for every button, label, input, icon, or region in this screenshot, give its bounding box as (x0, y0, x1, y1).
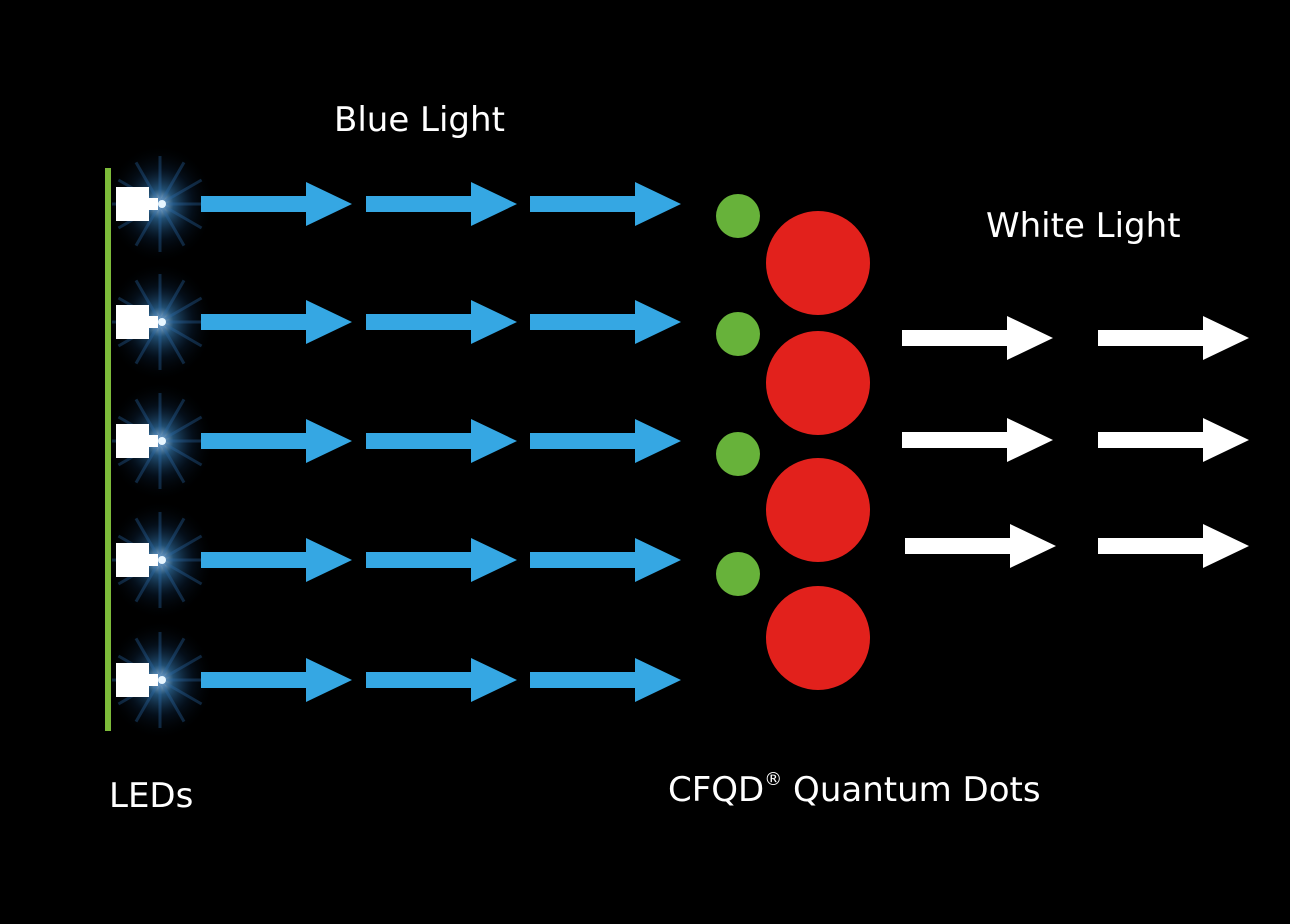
red-quantum-dot (766, 331, 870, 435)
red-quantum-dot (766, 458, 870, 562)
led-light-ray (159, 202, 203, 230)
led-light-ray (134, 679, 162, 723)
led-lens (149, 198, 158, 210)
blue-light-arrow (366, 300, 517, 344)
led-light-ray (158, 679, 186, 723)
blue-light-label: Blue Light (334, 100, 505, 140)
green-quantum-dot (716, 552, 760, 596)
led-light-ray (134, 161, 162, 205)
led-light-ray (158, 203, 186, 247)
led-light-ray (134, 517, 162, 561)
led-light-ray (134, 398, 162, 442)
led-light-ray (159, 439, 203, 467)
blue-light-arrow (530, 419, 681, 463)
white-light-arrow (1098, 316, 1249, 360)
blue-light-arrow (530, 658, 681, 702)
led-emission-point (158, 200, 166, 208)
blue-light-arrow (366, 182, 517, 226)
led-lens (149, 435, 158, 447)
led-lens (149, 554, 158, 566)
red-quantum-dot (766, 586, 870, 690)
blue-light-arrow (201, 538, 352, 582)
led-emission-point (158, 318, 166, 326)
led-light-ray (134, 440, 162, 484)
led-light-ray (158, 440, 186, 484)
led-light-ray (158, 398, 186, 442)
led-emission-point (158, 676, 166, 684)
blue-light-arrow (366, 658, 517, 702)
blue-light-arrow (201, 419, 352, 463)
blue-light-arrow (530, 538, 681, 582)
led-lens (149, 316, 158, 328)
led-light-ray (159, 534, 203, 562)
white-light-arrows (902, 316, 1249, 568)
led-emission-point (158, 437, 166, 445)
led-light-ray (134, 637, 162, 681)
led-light-ray (158, 559, 186, 603)
led-body (116, 187, 149, 221)
led-light-ray (159, 558, 203, 586)
led-light-ray (159, 415, 203, 443)
led-group (116, 187, 166, 697)
led-body (116, 663, 149, 697)
led-body (116, 424, 149, 458)
blue-light-arrows (201, 182, 681, 702)
registered-mark: ® (764, 768, 783, 790)
led-body (116, 543, 149, 577)
led-light-ray (159, 320, 203, 348)
white-light-arrow (905, 524, 1056, 568)
led-light-ray (134, 321, 162, 365)
led-circuit-board (105, 168, 111, 731)
white-light-arrow (902, 418, 1053, 462)
blue-light-arrow (201, 182, 352, 226)
led-light-ray (158, 161, 186, 205)
led-light-ray (159, 296, 203, 324)
white-light-arrow (1098, 418, 1249, 462)
led-light-ray (158, 321, 186, 365)
blue-light-arrow (530, 300, 681, 344)
white-light-arrow (902, 316, 1053, 360)
red-quantum-dot (766, 211, 870, 315)
blue-light-arrow (366, 419, 517, 463)
white-light-label: White Light (986, 206, 1181, 246)
leds-label: LEDs (109, 776, 194, 816)
led-light-ray (134, 203, 162, 247)
green-quantum-dot (716, 312, 760, 356)
blue-light-arrow (530, 182, 681, 226)
led-lens (149, 674, 158, 686)
blue-light-arrow (201, 300, 352, 344)
blue-light-arrow (201, 658, 352, 702)
led-light-ray (158, 279, 186, 323)
led-light-ray (159, 178, 203, 206)
quantum-dots (716, 194, 870, 690)
led-emission-point (158, 556, 166, 564)
white-light-arrow (1098, 524, 1249, 568)
led-body (116, 305, 149, 339)
quantum-dots-brand: CFQD (668, 770, 765, 810)
quantum-dots-label: CFQD® Quantum Dots (668, 768, 1041, 810)
led-light-ray (134, 559, 162, 603)
led-light-ray (158, 637, 186, 681)
led-light-ray (159, 654, 203, 682)
green-quantum-dot (716, 194, 760, 238)
led-light-ray (159, 678, 203, 706)
led-light-ray (134, 279, 162, 323)
blue-light-arrow (366, 538, 517, 582)
led-light-ray (158, 517, 186, 561)
quantum-dots-suffix: Quantum Dots (782, 770, 1041, 810)
green-quantum-dot (716, 432, 760, 476)
